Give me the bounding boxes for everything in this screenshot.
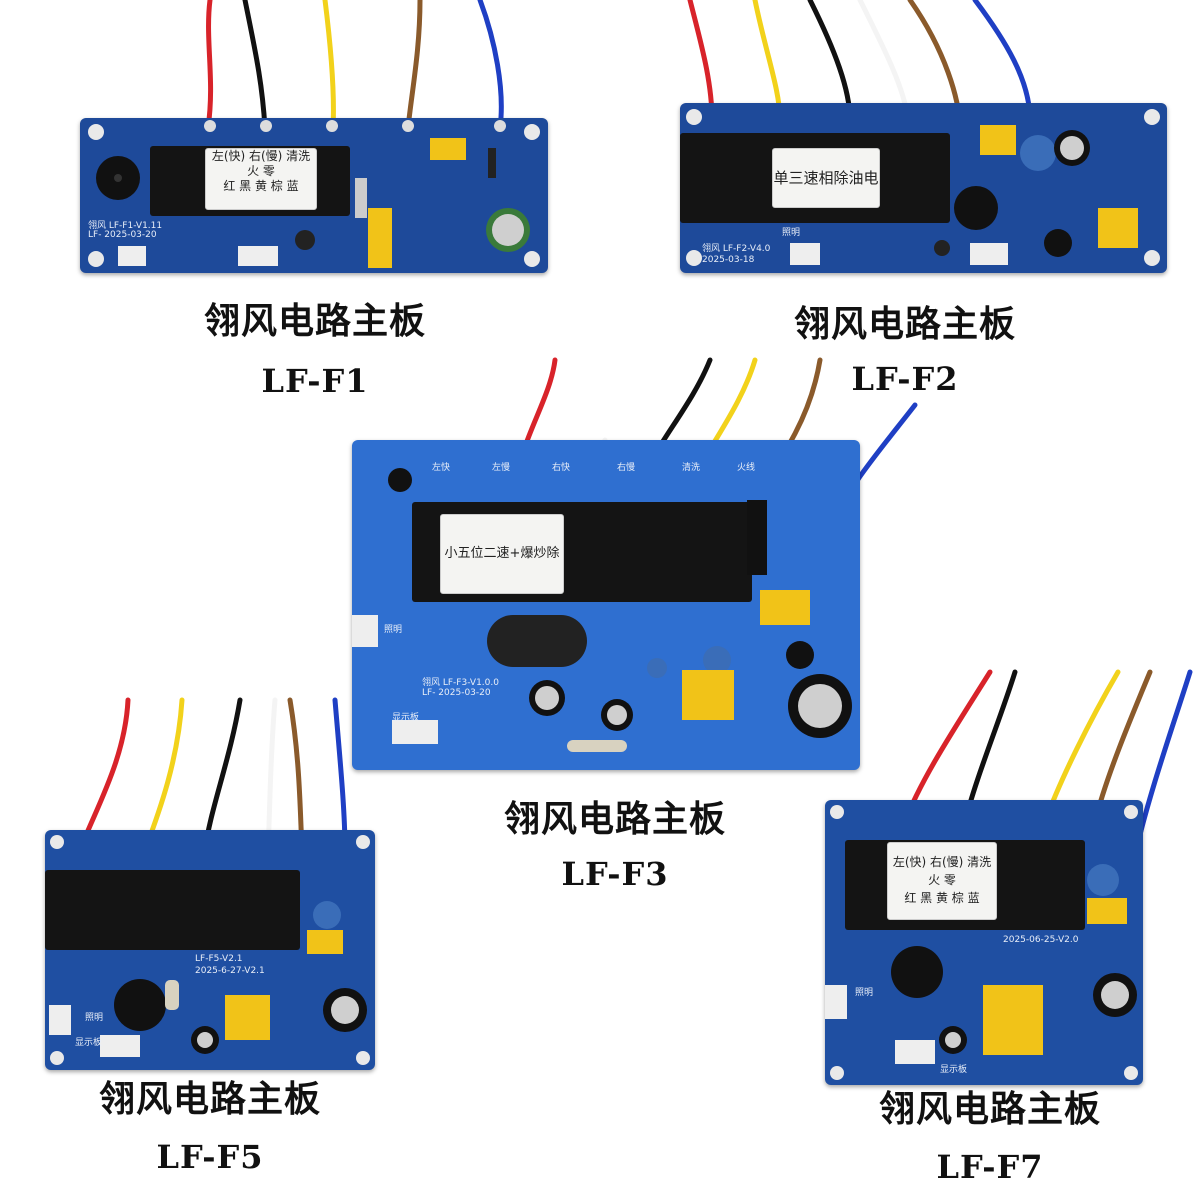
pcb-board-f3: 小五位二速+爆炒除油电源 左快 左慢 右快 右慢 清洗 火线 照明 显示板 翎风… xyxy=(352,440,860,770)
board-date: 2025-6-27-V2.1 xyxy=(195,966,265,976)
board-date: 2025-03-18 xyxy=(702,255,755,265)
label-sticker: 左(快) 右(慢) 清洗 火 零 红 黑 黄 棕 蓝 xyxy=(205,148,317,210)
wire-yellow xyxy=(752,0,783,123)
board-date: LF- 2025-03-20 xyxy=(88,230,157,240)
wire-yellow xyxy=(142,697,185,853)
wire-black xyxy=(807,0,853,123)
product-title: 翎风电路主板 xyxy=(793,303,1016,345)
pcb-board-f7: 左(快) 右(慢) 清洗 火 零 红 黑 黄 棕 蓝 2025-06-25-V2… xyxy=(825,800,1143,1085)
terminal-label: 清洗 xyxy=(682,463,701,473)
terminal-label: 照明 xyxy=(384,625,403,635)
wire-red xyxy=(205,0,214,131)
wire-black xyxy=(202,697,243,853)
wire-brown xyxy=(287,697,305,853)
product-title: 翎风电路主板 xyxy=(878,1088,1101,1130)
product-title: 翎风电路主板 xyxy=(503,798,726,840)
product-title: 翎风电路主板 xyxy=(98,1078,321,1120)
terminal-label: 照明 xyxy=(855,988,874,998)
label-sticker: 小五位二速+爆炒除油电源 xyxy=(440,514,564,594)
pcb-board-f5: LF-F5-V2.1 2025-6-27-V2.1 照明 显示板 xyxy=(45,830,375,1070)
product-title: 翎风电路主板 xyxy=(203,300,426,342)
label-sticker: 单三速相除油电源 xyxy=(772,148,880,208)
product-model: LF-F2 xyxy=(851,360,959,398)
board-code: 翎风 LF-F2-V4.0 xyxy=(702,244,771,254)
terminal-label: 照明 xyxy=(85,1013,104,1023)
board-date: LF- 2025-03-20 xyxy=(422,688,491,698)
wire-red xyxy=(77,697,131,853)
terminal-label: 右快 xyxy=(552,463,571,473)
wire-red xyxy=(687,0,715,123)
wire-black xyxy=(242,0,268,131)
wire-blue xyxy=(1132,669,1193,858)
wire-brown xyxy=(405,0,423,131)
terminal-label: 显示板 xyxy=(392,713,420,723)
label-sticker: 左(快) 右(慢) 清洗 火 零 红 黑 黄 棕 蓝 xyxy=(887,842,997,920)
wire-yellow xyxy=(322,0,336,131)
board-code: 2025-06-25-V2.0 xyxy=(1003,935,1079,945)
pcb-board-f2: 单三速相除油电源 翎风 LF-F2-V4.0 2025-03-18 照明 xyxy=(680,103,1167,273)
product-model: LF-F5 xyxy=(156,1138,264,1176)
wire-blue xyxy=(477,0,504,131)
pcb-f5-components xyxy=(45,835,370,1065)
board-code: LF-F5-V2.1 xyxy=(195,954,243,964)
terminal-label: 左慢 xyxy=(492,463,511,473)
terminal-label: 显示板 xyxy=(940,1065,968,1075)
product-model: LF-F3 xyxy=(561,855,669,893)
product-model: LF-F7 xyxy=(936,1148,1044,1186)
wire-blue xyxy=(972,0,1033,123)
board-code: 翎风 LF-F1-V1.11 xyxy=(88,221,163,231)
pcb-f3-components xyxy=(352,468,852,752)
wire-blue xyxy=(332,697,348,853)
pcb-board-f1: 左(快) 右(慢) 清洗 火 零 红 黑 黄 棕 蓝 翎风 LF-F1-V1.1… xyxy=(80,118,548,273)
terminal-label: 照明 xyxy=(782,228,801,238)
terminal-label: 右慢 xyxy=(617,463,636,473)
terminal-label: 火线 xyxy=(737,463,756,473)
terminal-label: 左快 xyxy=(432,463,451,473)
wire-white xyxy=(265,697,278,853)
terminal-label: 显示板 xyxy=(75,1038,103,1048)
board-code: 翎风 LF-F3-V1.0.0 xyxy=(422,678,499,688)
wire-white xyxy=(857,0,911,123)
product-model: LF-F1 xyxy=(261,362,369,400)
